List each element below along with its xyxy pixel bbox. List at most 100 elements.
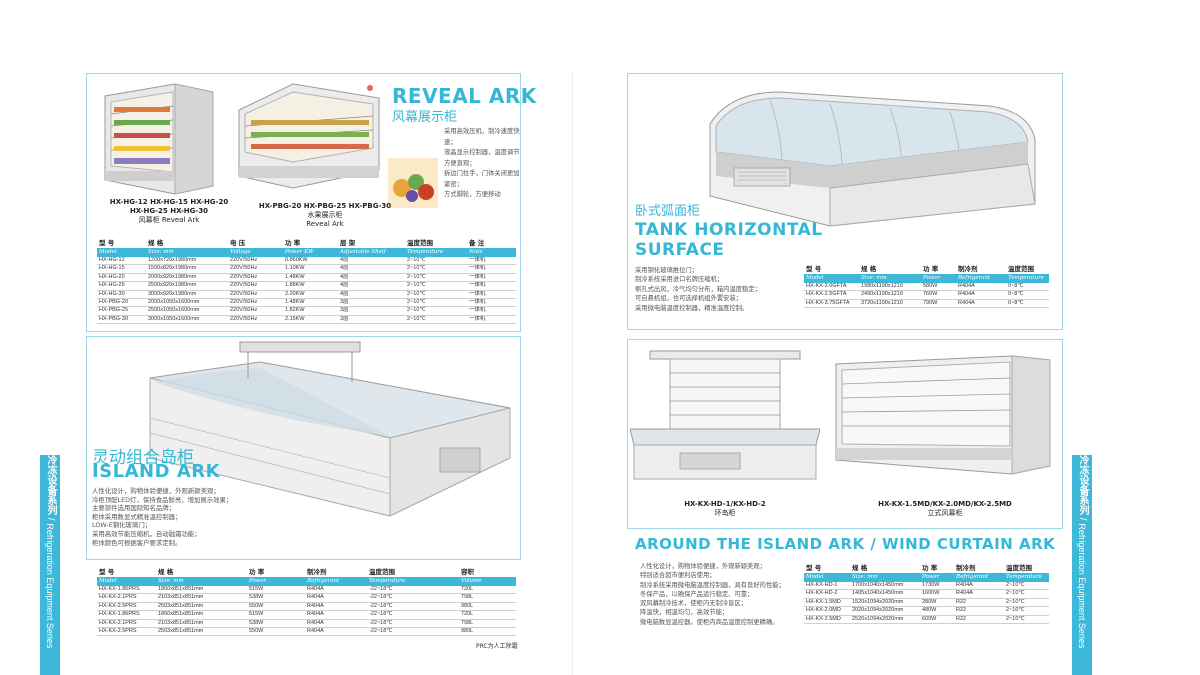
header-cell: 功 率 bbox=[922, 564, 938, 572]
table-cell: 2~10℃ bbox=[1004, 615, 1049, 625]
table-cell: R404A bbox=[305, 602, 367, 612]
desc-line: 冷柜顶配LED灯，保持食品鲜亮，增加展示效果； bbox=[92, 495, 233, 504]
table-cell: HX-PBG-25 bbox=[97, 306, 146, 316]
table-cell: 2~10℃ bbox=[1004, 598, 1049, 608]
table-cell: HX-KX-2.5PRS bbox=[97, 602, 156, 612]
table-cell: 550W bbox=[247, 627, 305, 637]
table-cell: 2503x851x851mm bbox=[156, 602, 247, 612]
table-cell: 2~10℃ bbox=[405, 281, 467, 291]
reveal-ark-caption-1: HX-HG-12 HX-HG-15 HX-HG-20 HX-HG-25 HX-H… bbox=[95, 198, 243, 225]
table-cell: 一体机 bbox=[467, 257, 516, 266]
table-cell: 3层 bbox=[338, 298, 405, 308]
table-cell: -22~18℃ bbox=[367, 627, 459, 637]
table-cell: 2.15KW bbox=[283, 315, 338, 325]
table-cell: R404A bbox=[956, 290, 1006, 300]
caption-models: HX-PBG-20 HX-PBG-25 HX-PBG-30 bbox=[258, 202, 392, 210]
table-cell: 1730W bbox=[920, 582, 954, 591]
table-cell: 一体机 bbox=[467, 290, 516, 300]
table-cell: 280W bbox=[920, 598, 954, 608]
table-cell: 1.48KW bbox=[283, 298, 338, 308]
table-cell: 一体机 bbox=[467, 264, 516, 274]
island-ark-footnote: PRC为人工除霜 bbox=[476, 643, 518, 650]
table-cell: 220V/50Hz bbox=[228, 257, 283, 266]
wind-curtain-cabinet-image bbox=[835, 355, 1051, 475]
table-cell: 3720x1190x1210 bbox=[859, 299, 921, 309]
caption-cn: 环岛柜 bbox=[714, 509, 736, 517]
fruit-cabinet-image bbox=[238, 83, 380, 189]
table-cell: 2~10℃ bbox=[1004, 606, 1049, 616]
desc-line: 制冷系统采用微电脑温度控制器，具有良好的性能； bbox=[640, 581, 785, 589]
tank-title-en-1: TANK HORIZONTAL bbox=[635, 220, 823, 240]
side-tab-en: Refrigeration Equipment Series bbox=[45, 523, 55, 649]
header-cell: 容积 bbox=[461, 568, 474, 576]
table-cell: 220V/50Hz bbox=[228, 273, 283, 283]
reveal-ark-title-en: REVEAL ARK bbox=[392, 84, 537, 108]
table-cell: 798L bbox=[459, 593, 516, 603]
table-cell: HX-KX-2.5GFTA bbox=[804, 290, 859, 300]
tank-title-en-2: SURFACE bbox=[635, 240, 725, 260]
table-cell: 1200x720x1980mm bbox=[146, 257, 228, 266]
fruit-photo bbox=[388, 158, 438, 208]
table-cell: 1600W bbox=[920, 589, 954, 599]
caption-cn: 风幕柜 bbox=[138, 216, 160, 224]
table-cell: 980L bbox=[459, 627, 516, 637]
table-cell: 4层 bbox=[338, 257, 405, 266]
table-cell: 0.860KW bbox=[283, 257, 338, 266]
header-cell: Size: mm bbox=[859, 274, 921, 283]
desc-line: 采用钢化玻璃推拉门； bbox=[635, 267, 698, 274]
table-cell: -22~18℃ bbox=[367, 610, 459, 620]
desc-line: 降温快，相温均匀，高效节能； bbox=[640, 609, 729, 617]
table-cell: R404A bbox=[305, 627, 367, 637]
table-cell: R404A bbox=[956, 283, 1006, 292]
header-cell: 制冷剂 bbox=[958, 265, 978, 273]
desc-line: 液晶显示控制器，温度调节方便直观； bbox=[444, 149, 520, 167]
table-cell: 2~10℃ bbox=[1004, 589, 1049, 599]
desc-line: 采用高效压机，制冷速度快速； bbox=[444, 128, 520, 146]
table-cell: 2500x920x1980mm bbox=[146, 281, 228, 291]
table-cell: 1.48KW bbox=[283, 273, 338, 283]
table-cell: 2500x1050x1600mm bbox=[146, 306, 228, 316]
header-cell: Power bbox=[920, 573, 954, 582]
table-cell: 2103x851x851mm bbox=[156, 593, 247, 603]
header-cell: 规 格 bbox=[158, 568, 174, 576]
table-cell: 一体机 bbox=[467, 273, 516, 283]
table-cell: HX-KX-2.5PRS bbox=[97, 627, 156, 637]
header-cell: 功 率 bbox=[923, 265, 939, 273]
table-cell: 720L bbox=[459, 586, 516, 595]
header-cell: Temperature bbox=[1006, 274, 1049, 283]
header-cell: 温度范围 bbox=[407, 239, 433, 247]
header-cell: 温度范围 bbox=[1006, 564, 1032, 572]
header-cell: Refrigerant bbox=[305, 577, 367, 586]
desc-line: 采用高效节能压缩机，自动融霜功能； bbox=[92, 529, 201, 538]
side-tab-cn: 冷冻设备系列 bbox=[45, 455, 56, 515]
table-cell: HX-KX-2.0GFTA bbox=[804, 283, 859, 292]
tank-horizontal-cabinet-image bbox=[709, 91, 1036, 227]
table-cell: 2000x920x1980mm bbox=[146, 273, 228, 283]
table-cell: 2520x1094x2020mm bbox=[850, 615, 920, 625]
desc-line: 特别适合超市便利店使用； bbox=[640, 572, 716, 580]
table-cell: 2~10℃ bbox=[405, 264, 467, 274]
table-cell: HX-KX-HD-2 bbox=[804, 589, 850, 599]
around-island-title-en: AROUND THE ISLAND ARK / WIND CURTAIN ARK bbox=[635, 535, 1056, 553]
tank-title-cn: 卧式弧面柜 bbox=[635, 204, 701, 219]
table-cell: 1860x851x851mm bbox=[156, 610, 247, 620]
table-cell: 2~10℃ bbox=[405, 257, 467, 266]
table-cell: HX-KX-2.1PRS bbox=[97, 619, 156, 629]
desc-line: 可自悬机组，也可选择机组外置安装； bbox=[635, 295, 743, 303]
table-cell: 一体机 bbox=[467, 315, 516, 325]
wind-curtain-caption: HX-KX-1.5MD/KX-2.0MD/KX-2.5MD 立式风幕柜 bbox=[840, 500, 1050, 518]
table-cell: 2~10℃ bbox=[405, 290, 467, 300]
table-cell: HX-HG-12 bbox=[97, 257, 146, 266]
caption-en: Reveal Ark bbox=[306, 220, 344, 228]
left-side-tab-text: 冷冻设备系列 / Refrigeration Equipment Series bbox=[40, 455, 60, 648]
